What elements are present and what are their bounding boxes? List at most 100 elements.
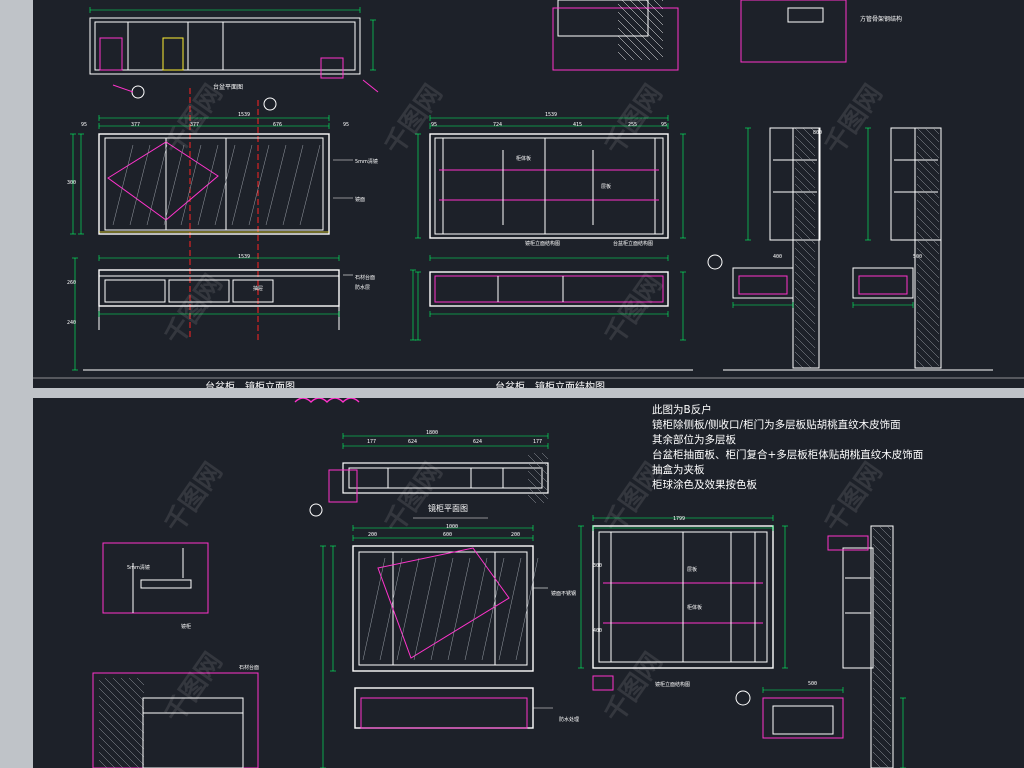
wall-hatch xyxy=(916,191,940,215)
wall-hatch xyxy=(916,311,940,335)
dim-top: 624 xyxy=(408,439,418,445)
wall-hatch xyxy=(916,183,940,207)
drawing-sheet-top: 千图网 千图网 千图网 千图网 千图网 千图网 台盆柜、镜柜立面图 台盆柜、镜柜… xyxy=(33,0,1024,388)
dim-side: 240 xyxy=(67,320,77,326)
wall-hatch xyxy=(872,623,892,643)
wall-hatch xyxy=(916,255,940,279)
wall-hatch xyxy=(527,462,549,484)
wall-hatch xyxy=(794,135,816,157)
wall-hatch xyxy=(794,255,816,277)
detail-top xyxy=(557,0,649,37)
dim-row-left: 676 xyxy=(273,122,283,128)
dim-top: 1800 xyxy=(426,430,439,436)
shelf-section xyxy=(140,579,192,589)
wall-hatch xyxy=(112,677,145,710)
mirror-plan-inner xyxy=(348,467,543,489)
vanity-section xyxy=(732,267,794,299)
detail-box xyxy=(592,675,614,691)
wall-hatch xyxy=(621,0,664,42)
wall-hatch xyxy=(98,679,145,726)
dim-top-left: 1539 xyxy=(238,112,251,118)
dim-row-left: 377 xyxy=(131,122,141,128)
wall-hatch xyxy=(916,303,940,327)
wall-hatch xyxy=(872,711,892,731)
dim-row-left: 95 xyxy=(343,122,350,128)
glass-hatch xyxy=(265,144,287,226)
dim-side: 260 xyxy=(67,280,77,286)
dim-mirror: 200 xyxy=(368,532,378,538)
wall-hatch xyxy=(872,559,892,579)
vanity-inner xyxy=(360,697,528,729)
dim-mirror: 600 xyxy=(443,532,453,538)
annotation: 层板 xyxy=(687,567,698,573)
wall-hatch xyxy=(872,671,892,691)
annotation: 层板 xyxy=(601,184,612,190)
detail-part xyxy=(787,7,824,23)
wall-hatch xyxy=(872,647,892,667)
annotation: 防水层 xyxy=(355,285,371,291)
wall-hatch xyxy=(653,0,664,10)
wall-hatch xyxy=(527,478,549,500)
wall-hatch xyxy=(916,247,940,271)
glass-hatch xyxy=(464,557,488,661)
glass-hatch xyxy=(299,144,321,226)
wall-hatch xyxy=(872,567,892,587)
wall-hatch xyxy=(794,303,816,325)
wall-hatch xyxy=(794,207,816,229)
dim-mirror: 1000 xyxy=(446,524,459,530)
wall-hatch xyxy=(120,677,145,702)
vanity-section-inner xyxy=(858,275,908,295)
glass-hatch xyxy=(447,557,471,661)
detail-frame xyxy=(102,542,209,614)
cad-drawing-top xyxy=(33,0,1024,379)
vanity-section xyxy=(772,705,834,735)
glass-hatch xyxy=(129,144,151,226)
wall-hatch xyxy=(98,727,140,768)
wall-hatch xyxy=(527,470,549,492)
wall-hatch xyxy=(794,215,816,237)
spec-note: 镜柜除侧板/侧收口/柜门为多层板贴胡桃直纹木皮饰面 xyxy=(652,419,901,431)
mirror-plan-outline xyxy=(342,462,549,494)
wall-hatch xyxy=(872,615,892,635)
section-marker xyxy=(263,97,277,111)
annotation: 5mm清镜 xyxy=(355,159,378,165)
dim-right: 500 xyxy=(808,681,818,687)
wall-hatch xyxy=(98,711,145,758)
wall-hatch xyxy=(637,0,664,26)
wall-hatch xyxy=(617,19,659,61)
wall-hatch xyxy=(645,0,664,18)
section-marker xyxy=(707,254,723,270)
glass-hatch xyxy=(180,144,202,226)
vanity-structure-inner xyxy=(434,275,664,303)
glass-hatch xyxy=(146,144,168,226)
glass-hatch xyxy=(362,557,386,661)
wall-hatch xyxy=(872,663,892,683)
section-marker xyxy=(309,503,323,517)
annotation: 防水处理 xyxy=(559,717,580,723)
wall-hatch xyxy=(794,359,804,369)
dim-top: 177 xyxy=(367,439,377,445)
wall-hatch xyxy=(916,351,934,369)
wall-hatch xyxy=(916,239,940,263)
note-steel-frame: 方管骨架钢结构 xyxy=(860,16,903,23)
annotation: 抽屉 xyxy=(253,286,264,292)
wall-hatch xyxy=(541,452,549,460)
wall-hatch xyxy=(617,43,635,61)
vanity-section xyxy=(852,267,914,299)
spec-note: 其余部位为多层板 xyxy=(652,434,736,446)
wall-hatch xyxy=(527,494,537,504)
mirror-structure-inner xyxy=(434,137,664,235)
dim-top-right: 1539 xyxy=(545,112,558,118)
vanity-plan-outline xyxy=(89,17,361,75)
wall-hatch xyxy=(916,223,940,247)
wall-hatch xyxy=(617,11,664,58)
dim-row-left: 377 xyxy=(190,122,200,128)
wall-hatch xyxy=(136,677,145,686)
drawer-front xyxy=(168,279,230,303)
wall-hatch xyxy=(98,719,145,766)
dim-row-right: 724 xyxy=(493,122,503,128)
wall-hatch xyxy=(916,143,940,167)
wall-hatch xyxy=(916,127,940,151)
dim-row-right: 255 xyxy=(628,122,638,128)
revision-cloud xyxy=(294,398,360,403)
